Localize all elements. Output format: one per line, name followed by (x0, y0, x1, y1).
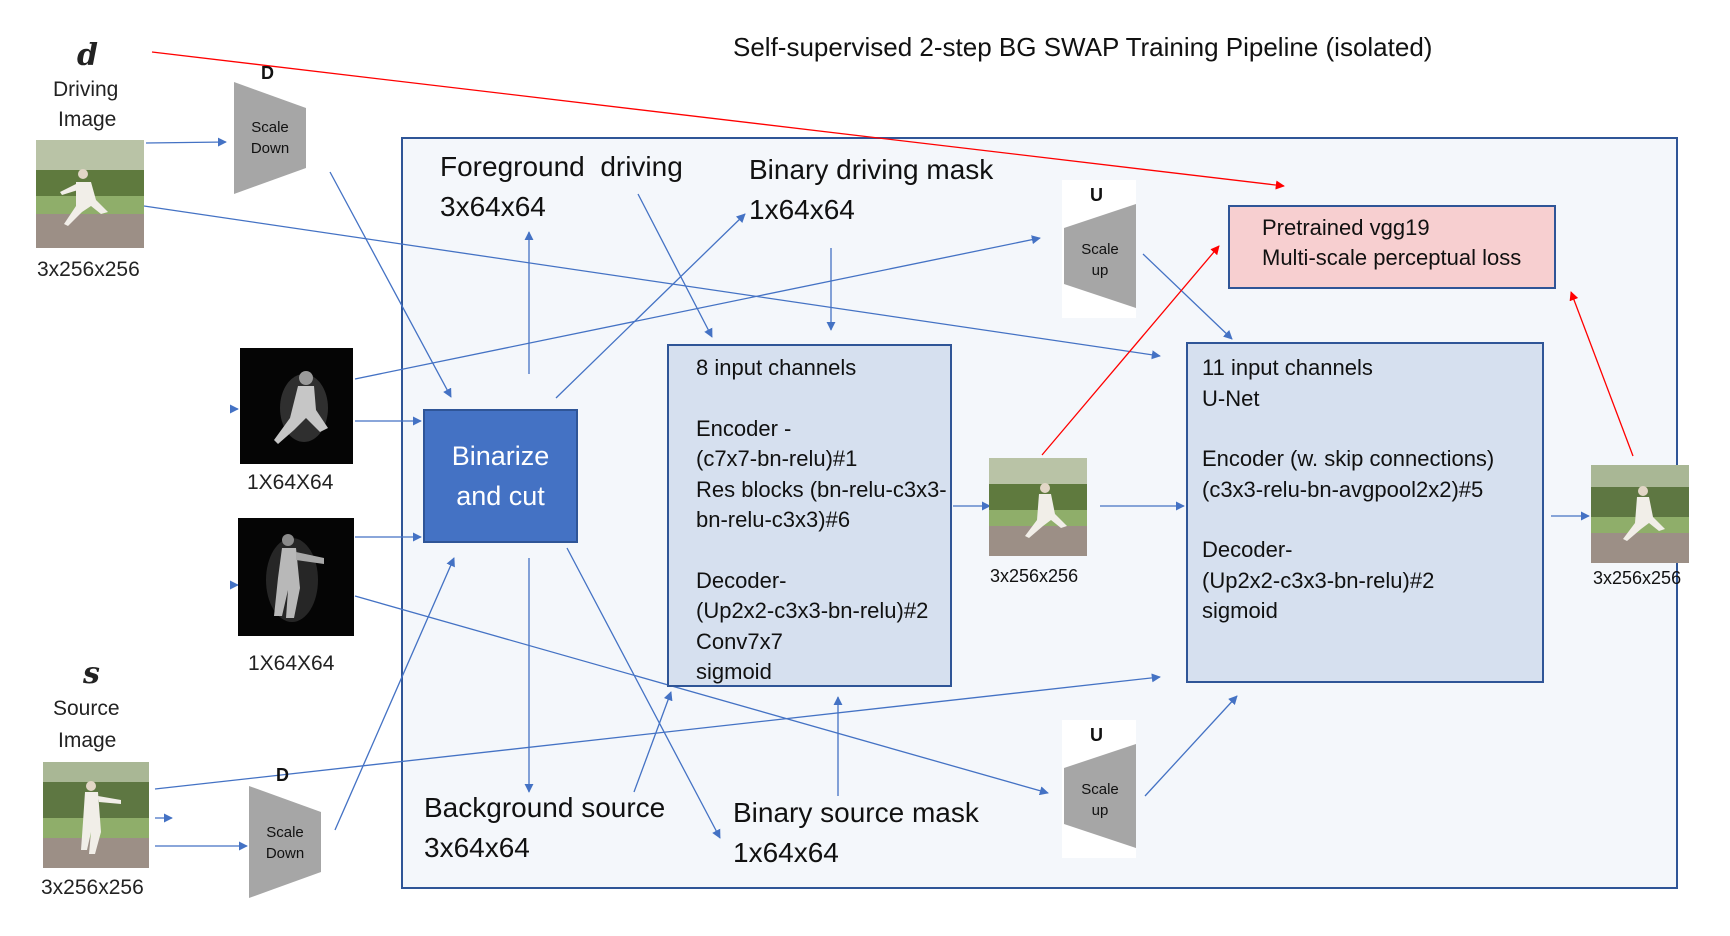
vgg-line2: Multi-scale perceptual loss (1262, 245, 1522, 270)
arrow-binarize-to-smask (566, 547, 721, 839)
bg-source-line2: 3x64x64 (424, 832, 530, 863)
loss-arrow-final-to-vgg (1569, 291, 1634, 457)
net2-line (1202, 505, 1542, 535)
intermediate-image (989, 458, 1087, 556)
scaleup-top-letter: U (1090, 185, 1103, 205)
net1-line: Res blocks (bn-relu-c3x3- (696, 476, 947, 502)
driving-image (36, 140, 144, 248)
vgg-line1: Pretrained vgg19 (1262, 215, 1430, 240)
arrow-scaleup-to-unet (1142, 253, 1233, 340)
binary-driving-mask-label: Binary driving mask 1x64x64 (749, 150, 993, 230)
source-size: 3x256x256 (41, 876, 144, 899)
fg-driving-line2: 3x64x64 (440, 191, 546, 222)
scaledown-top-shape (234, 82, 306, 194)
scaledown-top-letter: D (261, 63, 274, 83)
arrow-fg-to-net1 (637, 193, 713, 338)
bg-source-line1: Background source (424, 792, 666, 823)
scaledown-top-line1: Scale (251, 119, 289, 136)
source-image (43, 762, 149, 868)
scaleup-bottom-label: Scale up (1064, 779, 1136, 821)
bg-source-label: Background source 3x64x64 (424, 788, 665, 868)
net1-line: sigmoid (696, 659, 772, 684)
loss-arrow-mid-to-vgg (1041, 245, 1220, 456)
driving-size: 3x256x256 (37, 258, 140, 281)
scaleup-top-shape (1064, 204, 1136, 308)
net1-line: 8 input channels (696, 355, 857, 380)
binary-source-mask-line2: 1x64x64 (733, 837, 839, 868)
binarize-and-cut-box: Binarize and cut (423, 409, 578, 543)
net1-line: Encoder - (696, 415, 792, 441)
arrow-mask2-to-scaleup (354, 595, 1049, 796)
scaledown-bottom-label: Scale Down (249, 822, 321, 864)
binary-driving-mask-line2: 1x64x64 (749, 194, 855, 225)
net2-line: U-Net (1202, 385, 1260, 411)
arrow-driving-to-scaledown (145, 137, 227, 147)
scaleup-bottom-line1: Scale (1081, 781, 1119, 798)
fg-driving-label: Foreground driving 3x64x64 (440, 147, 683, 227)
page-title: Self-supervised 2-step BG SWAP Training … (733, 32, 1433, 62)
arrow-source-to-unet (154, 673, 1161, 790)
net1-line: bn-relu-c3x3)#6 (696, 507, 851, 532)
binary-source-mask-line1: Binary source mask (733, 797, 979, 828)
unet-box: 11 input channels U-Net Encoder (w. skip… (1186, 342, 1544, 683)
scaleup-top-line2: up (1091, 262, 1109, 279)
fg-driving-line1: Foreground driving (440, 151, 683, 182)
binarize-line1: Binarize (451, 441, 550, 471)
scaledown-bottom-line2: Down (265, 845, 305, 862)
output-size: 3x256x256 (1593, 568, 1682, 588)
binary-source-mask-label: Binary source mask 1x64x64 (733, 793, 979, 873)
loss-arrow-driving-to-vgg (151, 51, 1285, 190)
arrow-bg-to-net1 (633, 691, 673, 793)
scaledown-top-line2: Down (250, 140, 290, 157)
arrow-binarize-to-dmask (555, 213, 746, 399)
arrow-scaledown2-to-binarize (334, 557, 455, 831)
net1-line (696, 536, 950, 566)
net2-line: Decoder- (1202, 537, 1293, 562)
output-image (1591, 465, 1689, 563)
net2-line: (c3x3-relu-bn-avgpool2x2)#5 (1202, 476, 1484, 502)
net1-line: (Up2x2-c3x3-bn-relu)#2 (696, 598, 929, 623)
vgg-loss-box: Pretrained vgg19 Multi-scale perceptual … (1228, 205, 1556, 289)
scaleup-bottom-letter: U (1090, 725, 1103, 745)
net2-line: 11 input channels (1202, 355, 1373, 380)
arrow-scaledown-to-binarize (329, 171, 452, 398)
scaleup-top-label: Scale up (1064, 239, 1136, 281)
intermediate-size: 3x256x256 (990, 566, 1079, 586)
net1-line (696, 384, 950, 414)
source-label-line2: Image (58, 729, 117, 752)
net1-line: Decoder- (696, 567, 787, 593)
net2-line: sigmoid (1202, 598, 1278, 623)
source-symbol: s (83, 656, 100, 691)
arrow-driving-to-unet (143, 205, 1161, 360)
driving-label-line2: Image (58, 108, 117, 131)
scaledown-bottom-shape (249, 786, 321, 898)
scaleup-top-line1: Scale (1081, 241, 1119, 258)
driving-label-line1: Driving (53, 78, 119, 101)
driving-symbol: d (77, 38, 98, 73)
scaledown-top-label: Scale Down (234, 117, 306, 159)
arrow-scaleup2-to-unet (1144, 695, 1238, 797)
network-1-box: 8 input channels Encoder - (c7x7-bn-relu… (667, 344, 952, 687)
source-mask-image (238, 518, 354, 636)
net2-line: (Up2x2-c3x3-bn-relu)#2 (1202, 567, 1435, 593)
binarize-line2: and cut (456, 481, 545, 511)
scaleup-bottom-shape (1064, 744, 1136, 848)
driving-mask-image (240, 348, 353, 464)
scaledown-bottom-letter: D (276, 765, 289, 785)
net2-line (1202, 414, 1542, 444)
net2-line: Encoder (w. skip connections) (1202, 446, 1495, 471)
source-label-line1: Source (53, 697, 120, 720)
driving-mask-size: 1X64X64 (247, 471, 334, 494)
scaleup-bottom-line2: up (1091, 802, 1109, 819)
scaledown-bottom-line1: Scale (266, 824, 304, 841)
net1-line: (c7x7-bn-relu)#1 (696, 446, 858, 471)
source-mask-size: 1X64X64 (248, 652, 335, 675)
net1-line: Conv7x7 (696, 628, 783, 654)
binary-driving-mask-line1: Binary driving mask (749, 154, 994, 185)
